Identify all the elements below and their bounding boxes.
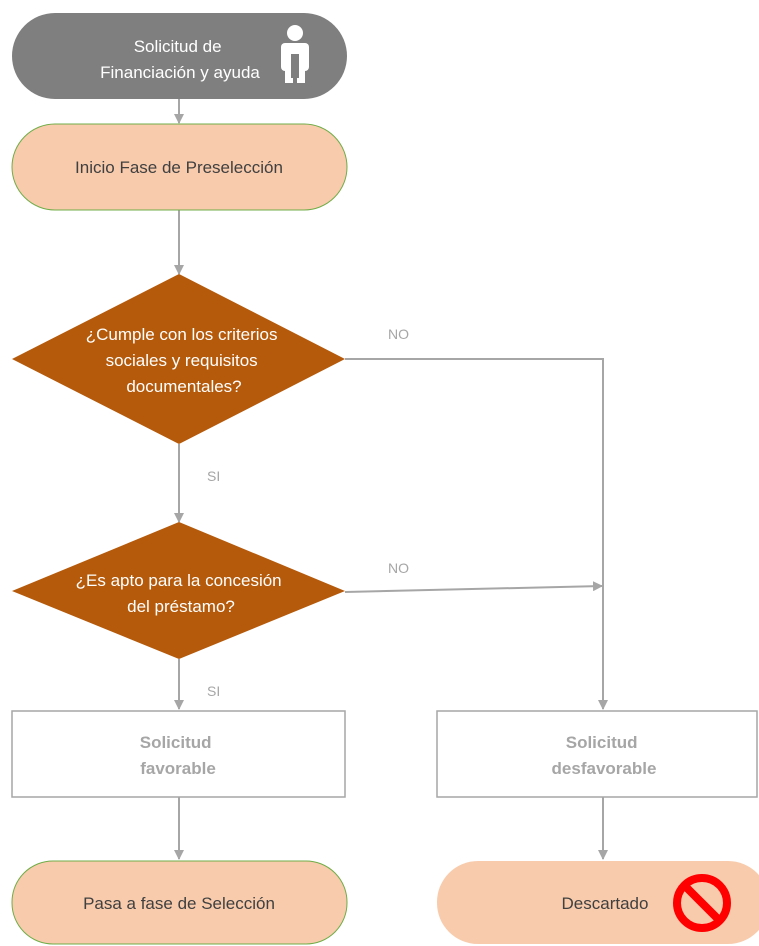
start-node: Solicitud de Financiación y ayuda: [12, 13, 347, 99]
favorable-line1: Solicitud: [140, 733, 212, 752]
inicio-node: Inicio Fase de Preselección: [11, 123, 348, 211]
seleccion-label: Pasa a fase de Selección: [83, 894, 275, 913]
favorable-node: Solicitud favorable: [11, 710, 346, 798]
prohibited-icon: [673, 874, 731, 932]
inicio-shape: [11, 123, 348, 211]
edge-label-d1-si: SI: [207, 468, 220, 484]
start-label-line2: Financiación y ayuda: [100, 63, 260, 82]
svg-text:Solicitud de Financiació: Solicitud de Financiación y ayuda: [100, 37, 260, 82]
descartado-node: Descartado: [437, 861, 759, 944]
decision1-line1: ¿Cumple con los criterios: [86, 325, 278, 344]
desfavorable-shape: [436, 710, 758, 798]
connector-decision2-no: [344, 581, 603, 593]
descartado-shape: [437, 861, 759, 944]
decision2-line1: ¿Es apto para la concesión: [76, 571, 282, 590]
svg-text:¿Cumple con los criterios: ¿Cumple con los criterios sociales y req…: [86, 325, 283, 396]
desfavorable-line2: desfavorable: [552, 759, 657, 778]
favorable-line2: favorable: [140, 759, 216, 778]
descartado-label: Descartado: [562, 894, 649, 913]
start-shape: [12, 13, 347, 99]
edge-label-d1-no: NO: [388, 326, 409, 342]
decision1-shape: [12, 274, 345, 444]
connectors: [174, 99, 608, 860]
seleccion-shape: [11, 860, 348, 945]
start-label-line1: Solicitud de: [134, 37, 222, 56]
svg-text:¿Es apto para la concesión: ¿Es apto para la concesión del préstamo?: [76, 571, 287, 616]
desfavorable-line1: Solicitud: [566, 733, 638, 752]
decision2-line2: del préstamo?: [127, 597, 235, 616]
svg-text:Solicitud desfavorable: Solicitud desfavorable: [552, 733, 657, 778]
edge-label-d2-no: NO: [388, 560, 409, 576]
connector-decision1-no: [345, 358, 608, 710]
decision2-node: ¿Es apto para la concesión del préstamo?: [12, 522, 345, 659]
desfavorable-node: Solicitud desfavorable: [436, 710, 758, 798]
inicio-label: Inicio Fase de Preselección: [75, 158, 283, 177]
svg-text:Solicitud favorable: Solicitud favorable: [140, 733, 217, 778]
seleccion-node: Pasa a fase de Selección: [11, 860, 348, 945]
decision2-shape: [12, 522, 345, 659]
person-icon: [281, 25, 309, 83]
decision1-line3: documentales?: [126, 377, 241, 396]
decision1-line2: sociales y requisitos: [106, 351, 258, 370]
favorable-shape: [11, 710, 346, 798]
decision1-node: ¿Cumple con los criterios sociales y req…: [12, 274, 345, 444]
edge-label-d2-si: SI: [207, 683, 220, 699]
